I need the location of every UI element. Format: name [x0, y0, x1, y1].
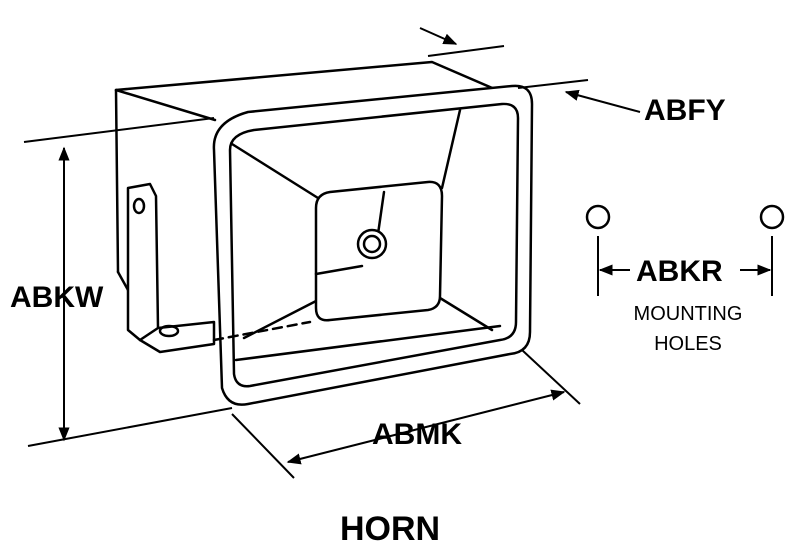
bracket-hole-upper [132, 197, 146, 215]
mounting-holes-label-line1: MOUNTING [634, 303, 743, 325]
horn-driver-plate-line-b [376, 190, 386, 236]
abfy-extension-bottom [517, 79, 589, 89]
abfy-extension-top [427, 45, 505, 57]
horn-throat-line-4 [438, 296, 494, 332]
mounting-holes-label-line2: HOLES [654, 333, 722, 355]
mounting-bracket [126, 182, 216, 354]
abfy-label: ABFY [644, 94, 726, 127]
mounting-holes-graphic [585, 204, 785, 230]
abkw-extension-top [23, 117, 215, 143]
diagram-title: HORN [340, 510, 440, 548]
abfy-arrow-top [419, 27, 458, 45]
mounting-hole-right [759, 204, 785, 230]
dimension-lines [23, 27, 773, 479]
horn-hidden-edge [212, 320, 312, 342]
horn-throat-line-2 [440, 108, 462, 190]
abkr-label: ABKR [636, 255, 723, 288]
horn-driver-plate-line-a [314, 264, 364, 276]
mounting-hole-left [585, 204, 611, 230]
abmk-extension-left [231, 413, 295, 479]
horn-driver-center-inner [362, 234, 382, 254]
horn-housing-side [116, 270, 130, 292]
horn-housing-back-edge [114, 88, 120, 274]
horn-driver-center-outer [356, 228, 388, 260]
bracket-hole-lower [158, 324, 180, 338]
horn-housing-top-inner [114, 88, 217, 122]
horn-bezel-front-lip [234, 324, 502, 362]
abkw-extension-bottom [27, 407, 233, 447]
abmk-label: ABMK [372, 418, 462, 451]
horn-throat-line-3 [242, 298, 320, 340]
abmk-dimension-arrow [286, 389, 566, 465]
abmk-extension-right [521, 349, 581, 405]
horn-throat-line-1 [230, 142, 320, 200]
abkw-label: ABKW [10, 281, 104, 314]
abfy-arrow-bottom [564, 89, 641, 113]
horn-drawing [114, 60, 534, 406]
